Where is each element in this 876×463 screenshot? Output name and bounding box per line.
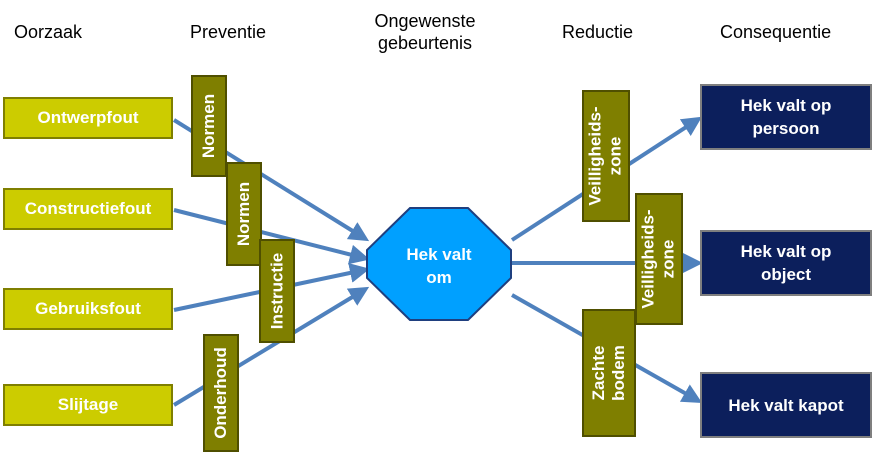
header-event: Ongewenste gebeurtenis — [374, 11, 476, 53]
prevention-barrier-1: Normen — [191, 75, 227, 177]
cause-box-3: Gebruiksfout — [3, 288, 173, 330]
consequence-label: Hek valt op persoon — [740, 96, 832, 138]
consequence-label: Hek valt kapot — [728, 395, 844, 415]
consequence-label: Hek valt op object — [740, 242, 832, 284]
barrier-label: Zachte bodem — [589, 345, 629, 401]
header-consequence: Consequentie — [720, 22, 832, 42]
consequence-box-2: Hek valt op object — [700, 230, 872, 296]
consequence-box-3: Hek valt kapot — [700, 372, 872, 438]
barrier-label: Normen — [199, 93, 219, 159]
cause-box-2: Constructiefout — [3, 188, 173, 230]
header-reduction: Reductie — [562, 22, 634, 42]
barrier-label: Veilligheids- zone — [639, 209, 679, 309]
cause-box-4: Slijtage — [3, 384, 173, 426]
reduction-barrier-3: Zachte bodem — [582, 309, 636, 437]
event-octagon — [366, 207, 512, 321]
prevention-barrier-3: Instructie — [259, 239, 295, 343]
header-prevention: Preventie — [190, 22, 267, 42]
cause-label: Ontwerpfout — [37, 108, 139, 127]
cause-label: Slijtage — [57, 395, 119, 414]
header-cause: Oorzaak — [14, 22, 83, 42]
barrier-label: Veilligheids- zone — [586, 106, 626, 206]
barrier-label: Onderhoud — [211, 347, 231, 439]
event-label: Hek valt om — [406, 245, 472, 287]
prevention-barrier-2: Normen — [226, 162, 262, 266]
reduction-barrier-1: Veilligheids- zone — [582, 90, 630, 222]
arrow-cause-2 — [173, 208, 370, 265]
cause-label: Constructiefout — [24, 199, 152, 218]
cause-box-1: Ontwerpfout — [3, 97, 173, 139]
prevention-barrier-4: Onderhoud — [203, 334, 239, 452]
reduction-barrier-2: Veilligheids- zone — [635, 193, 683, 325]
barrier-label: Normen — [234, 181, 254, 247]
barrier-label: Instructie — [267, 252, 286, 330]
consequence-box-1: Hek valt op persoon — [700, 84, 872, 150]
cause-label: Gebruiksfout — [35, 299, 141, 318]
